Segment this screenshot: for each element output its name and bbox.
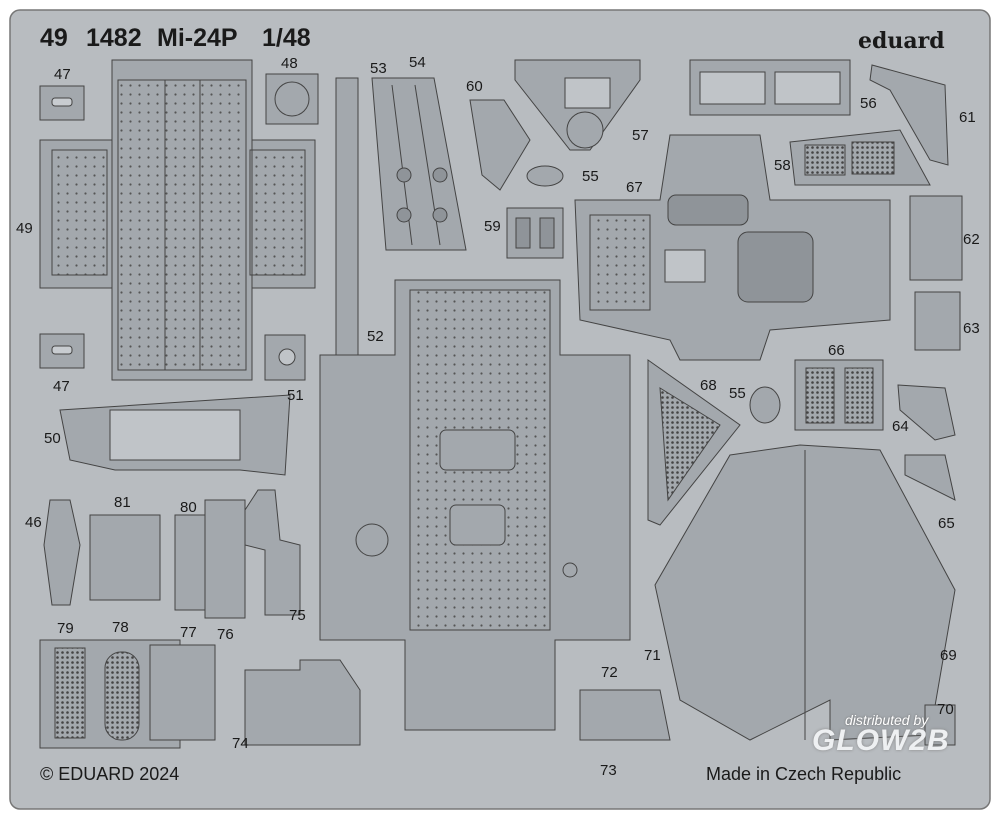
label-70: 70	[937, 701, 954, 718]
label-63: 63	[963, 320, 980, 337]
part-68	[647, 359, 741, 526]
label-52: 52	[367, 328, 384, 345]
label-56: 56	[860, 95, 877, 112]
label-68: 68	[700, 377, 717, 394]
part-47-bottom	[39, 333, 85, 369]
part-74	[244, 659, 361, 746]
label-48: 48	[281, 55, 298, 72]
label-77: 77	[180, 624, 197, 641]
label-76: 76	[217, 626, 234, 643]
label-59: 59	[484, 218, 501, 235]
part-60	[469, 99, 531, 191]
brand-logo: eduard	[858, 28, 945, 54]
label-47-bottom: 47	[53, 378, 70, 395]
label-66: 66	[828, 342, 845, 359]
part-64	[897, 384, 956, 441]
label-50: 50	[44, 430, 61, 447]
watermark-logo: GLOW2B	[812, 724, 950, 757]
part-51	[264, 334, 306, 381]
part-69-71	[654, 444, 956, 741]
label-62: 62	[963, 231, 980, 248]
part-53-54	[371, 77, 467, 251]
label-74: 74	[232, 735, 249, 752]
label-73: 73	[600, 762, 617, 779]
part-81	[89, 514, 161, 601]
part-59	[506, 207, 564, 259]
part-65	[904, 454, 956, 501]
label-61: 61	[959, 109, 976, 126]
part-77-grille	[149, 644, 216, 741]
watermark-distributed-by: distributed by	[845, 712, 929, 728]
label-72: 72	[601, 664, 618, 681]
label-80: 80	[180, 499, 197, 516]
part-75	[244, 489, 301, 616]
part-56	[689, 59, 851, 116]
label-81: 81	[114, 494, 131, 511]
header-scale: 1/48	[262, 24, 311, 52]
label-78: 78	[112, 619, 129, 636]
label-58: 58	[774, 157, 791, 174]
label-65: 65	[938, 515, 955, 532]
part-62	[909, 195, 963, 281]
part-66	[794, 359, 884, 431]
header-code-a: 49	[40, 24, 68, 52]
label-51: 51	[287, 387, 304, 404]
label-47-top: 47	[54, 66, 71, 83]
part-58	[789, 129, 931, 186]
part-47-top	[39, 85, 85, 121]
part-67	[574, 134, 891, 361]
footer-copyright: © EDUARD 2024	[40, 764, 180, 784]
part-48	[265, 73, 319, 125]
part-main-panel	[319, 279, 631, 731]
label-46: 46	[25, 514, 42, 531]
part-46	[43, 499, 81, 606]
part-55-top	[526, 165, 564, 187]
label-54: 54	[409, 54, 426, 71]
part-50	[59, 394, 291, 476]
label-49: 49	[16, 220, 33, 237]
label-55-top: 55	[582, 168, 599, 185]
header-model: Mi-24P	[157, 24, 238, 52]
part-49	[39, 59, 316, 381]
part-55-bottom	[749, 386, 781, 424]
label-67: 67	[626, 179, 643, 196]
part-63	[914, 291, 961, 351]
label-57: 57	[632, 127, 649, 144]
part-61	[869, 64, 949, 166]
part-80-76-77	[174, 499, 246, 619]
label-60: 60	[466, 78, 483, 95]
label-79: 79	[57, 620, 74, 637]
part-70	[924, 704, 956, 746]
part-52	[335, 77, 359, 369]
label-53: 53	[370, 60, 387, 77]
label-71: 71	[644, 647, 661, 664]
footer-origin: Made in Czech Republic	[706, 764, 902, 784]
label-64: 64	[892, 418, 909, 435]
part-57	[514, 59, 641, 151]
label-75: 75	[289, 607, 306, 624]
header-code-b: 1482	[86, 24, 142, 52]
label-55-bottom: 55	[729, 385, 746, 402]
part-72-73	[579, 689, 671, 741]
label-69: 69	[940, 647, 957, 664]
